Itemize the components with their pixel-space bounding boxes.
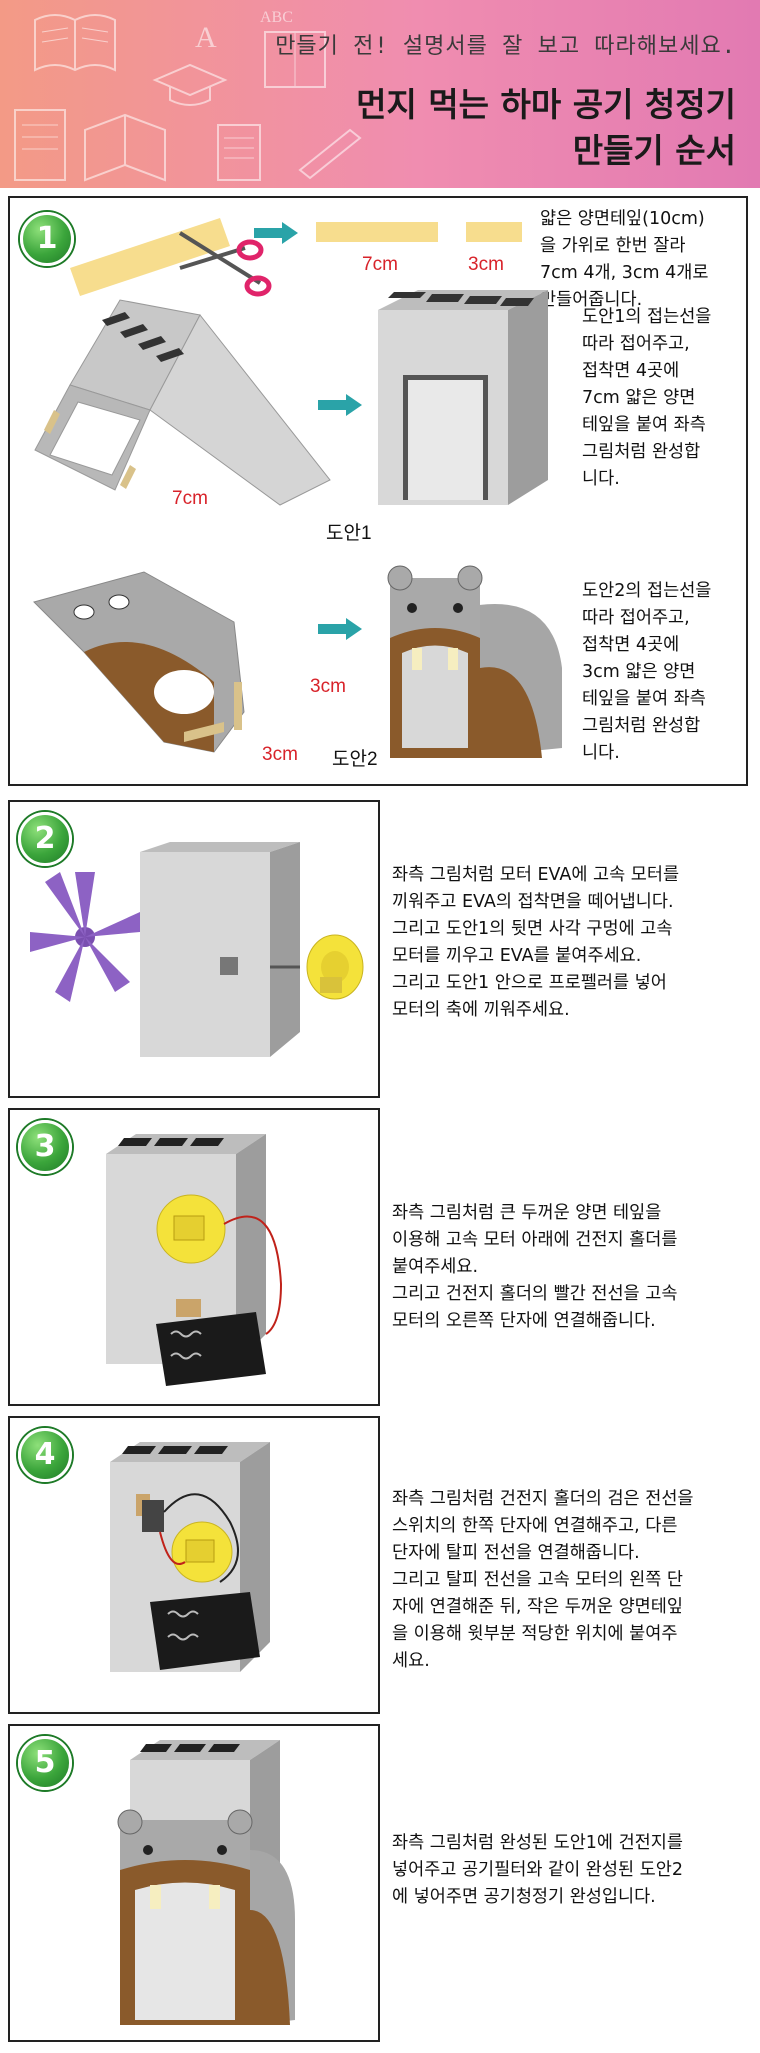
step-4-figure xyxy=(110,1442,270,1672)
step-3-badge: 3 xyxy=(18,1120,72,1174)
label-template-1: 도안1 xyxy=(326,523,372,544)
letter-a-icon: A xyxy=(195,21,217,54)
step-5-badge: 5 xyxy=(18,1736,72,1790)
step-1-row-1-text: 얇은 양면테잎(10cm) 을 가위로 한번 잘라 7cm 4개, 3cm 4개… xyxy=(540,209,709,310)
battery-holder-icon xyxy=(156,1312,266,1386)
step-5-text: 좌측 그림처럼 완성된 도안1에 건전지를 넣어주고 공기필터와 같이 완성된 … xyxy=(392,1833,683,1907)
stacked-books-icon xyxy=(84,113,166,182)
label-3cm-template2-a: 3cm xyxy=(310,676,346,697)
abc-book-icon: ABC xyxy=(260,9,326,88)
motor-icon xyxy=(156,1194,226,1264)
svg-text:A: A xyxy=(195,21,217,54)
step-1-panel: 1 7cm 3cm 얇은 양면테잎(10cm) 을 가위로 한번 잘라 7cm … xyxy=(8,196,748,786)
step-3-figure xyxy=(106,1134,283,1386)
page-title-line2: 만들기 순서 xyxy=(572,131,736,170)
step-4-panel: 4 xyxy=(8,1416,380,1714)
page-title-line1: 먼지 먹는 하마 공기 청정기 xyxy=(356,85,736,124)
step-1-tape-figure xyxy=(70,218,272,297)
arrow-icon xyxy=(318,618,362,640)
paper-doodle-icon xyxy=(217,124,261,181)
header-banner: ABC A 만들기 전! 설명서를 잘 보고 따라해보세요. 먼지 먹는 하마 … xyxy=(0,0,760,188)
step-1-row-3-text: 도안2의 접는선을 따라 접어주고, 접착면 4곳에 3cm 얇은 양면 테잎을… xyxy=(582,581,712,763)
pen-doodle-icon xyxy=(298,128,362,180)
svg-text:ABC: ABC xyxy=(260,9,293,26)
page-title: 먼지 먹는 하마 공기 청정기 만들기 순서 xyxy=(356,82,736,174)
label-7cm-template1: 7cm xyxy=(172,488,208,509)
propeller-icon xyxy=(30,872,140,1002)
template-2-unfolded-figure xyxy=(33,571,245,753)
header-subtitle: 만들기 전! 설명서를 잘 보고 따라해보세요. xyxy=(275,34,736,59)
step-1-badge: 1 xyxy=(20,212,74,266)
vent-slots xyxy=(102,312,184,362)
label-7cm: 7cm xyxy=(362,254,398,275)
step-5-figure xyxy=(117,1740,295,2025)
step-3-panel: 3 xyxy=(8,1108,380,1406)
book-doodle-icon xyxy=(34,14,116,72)
notebook-doodle-icon xyxy=(14,109,66,181)
step-2-text: 좌측 그림처럼 모터 EVA에 고속 모터를 끼워주고 EVA의 접착면을 떼어… xyxy=(392,865,680,1020)
tape-pieces-figure xyxy=(316,222,522,242)
motor-icon xyxy=(171,1521,233,1583)
step-1-row-2-text: 도안1의 접는선을 따라 접어주고, 접착면 4곳에 7cm 얇은 양면 테잎을… xyxy=(582,307,712,489)
step-2-figure xyxy=(30,842,364,1057)
arrow-icon xyxy=(318,394,362,416)
battery-holder-icon xyxy=(150,1592,260,1670)
step-3-text: 좌측 그림처럼 큰 두꺼운 양면 테잎을 이용해 고속 모터 아래에 건전지 홀… xyxy=(392,1203,678,1331)
motor-icon xyxy=(270,934,364,1000)
switch-icon xyxy=(142,1500,164,1532)
template-2-hippo-figure xyxy=(387,565,562,758)
step-4-badge: 4 xyxy=(18,1428,72,1482)
label-3cm: 3cm xyxy=(468,254,504,275)
arrow-icon xyxy=(254,222,298,244)
graduation-cap-icon xyxy=(152,63,228,106)
step-2-badge: 2 xyxy=(18,812,72,866)
label-3cm-template2-b: 3cm xyxy=(262,744,298,765)
step-4-text: 좌측 그림처럼 건전지 홀더의 검은 전선을 스위치의 한쪽 단자에 연결해주고… xyxy=(392,1489,694,1671)
step-5-panel: 5 xyxy=(8,1724,380,2042)
template-1-unfolded-figure xyxy=(34,299,331,506)
step-2-panel: 2 xyxy=(8,800,380,1098)
template-1-box-figure xyxy=(378,290,548,505)
scissors-icon xyxy=(178,231,272,297)
label-template-2: 도안2 xyxy=(332,749,378,770)
